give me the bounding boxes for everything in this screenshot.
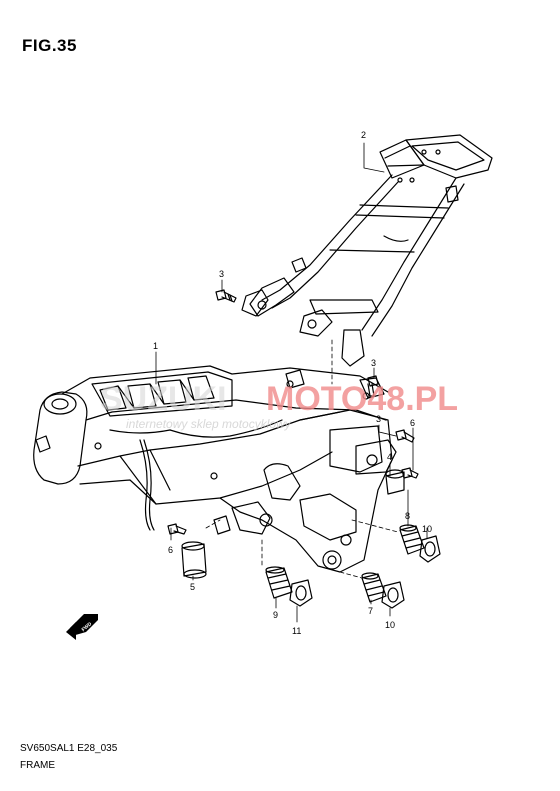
callout-1: 1 <box>153 341 158 351</box>
nut-10-lower <box>381 581 405 609</box>
bolt-3-upper <box>215 289 237 303</box>
callout-10: 10 <box>385 620 395 630</box>
callout-7: 7 <box>368 606 373 616</box>
leader-lines <box>155 142 428 623</box>
watermark: SUZUKI MOTO48.PL internetowy sklep motoc… <box>100 380 458 431</box>
callout-8: 8 <box>405 511 410 521</box>
callout-2: 2 <box>361 130 366 140</box>
main-frame <box>33 365 397 573</box>
callout-5: 5 <box>190 582 195 592</box>
bush-9 <box>265 566 293 599</box>
collar-4 <box>385 469 405 495</box>
spacer-5 <box>181 541 207 579</box>
callout-11: 11 <box>292 626 301 636</box>
figure-title: FIG.35 <box>22 36 77 55</box>
figure-name: FRAME <box>20 760 55 771</box>
bush-7 <box>361 572 387 603</box>
nut-11 <box>289 579 313 607</box>
seat-rail <box>241 134 493 367</box>
bolt-6-left <box>167 523 187 535</box>
callout-4: 4 <box>387 452 392 462</box>
callout-9: 9 <box>273 610 278 620</box>
bush-8 <box>399 524 425 555</box>
callout-3: 3 <box>371 358 376 368</box>
callout-3: 3 <box>219 269 224 279</box>
model-code: SV650SAL1 E28_035 <box>20 743 118 754</box>
bolt-3-middle <box>367 375 379 397</box>
callout-3: 3 <box>376 414 381 424</box>
watermark-tagline: internetowy sklep motocyklowy <box>126 417 292 431</box>
watermark-brand-right: MOTO48.PL <box>266 380 458 418</box>
callout-10: 10 <box>422 524 432 534</box>
watermark-brand-left: SUZUKI <box>100 380 227 418</box>
callout-6: 6 <box>410 418 415 428</box>
fwd-arrow-icon: FWD <box>66 614 98 640</box>
nut-10-upper <box>419 535 441 563</box>
callouts: 1 2 3 3 3 4 5 6 6 7 8 9 10 10 11 <box>153 130 432 636</box>
callout-6: 6 <box>168 545 173 555</box>
bolt-3-right <box>395 429 415 443</box>
